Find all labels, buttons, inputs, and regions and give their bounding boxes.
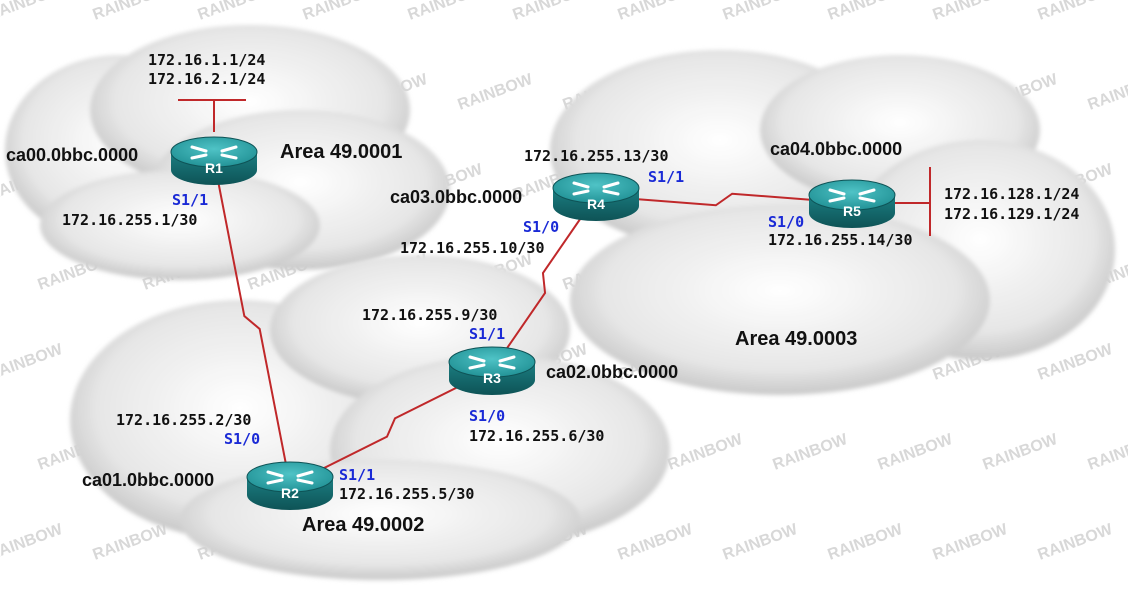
watermark-text: RAINBOW	[1086, 431, 1128, 474]
r4-serial-ip-to-r5: 172.16.255.13/30	[524, 147, 669, 165]
watermark-text: RAINBOW	[0, 0, 66, 24]
r2-interface-s1-1: S1/1	[339, 466, 376, 484]
router-r4-icon: R4	[552, 172, 640, 221]
link-layer	[213, 159, 853, 486]
router-r4-label: R4	[587, 196, 605, 212]
router-r5-system-id: ca04.0bbc.0000	[770, 139, 903, 159]
r1-interface-s1-1: S1/1	[172, 191, 209, 209]
r3-serial-ip-to-r4: 172.16.255.9/30	[362, 306, 498, 324]
r2-serial-ip-to-r1: 172.16.255.2/30	[116, 411, 252, 429]
lan-stub-r5	[892, 167, 931, 236]
watermark-text: RAINBOW	[616, 521, 696, 564]
router-r1-icon: R1	[170, 136, 258, 185]
watermark-text: RAINBOW	[826, 521, 906, 564]
router-r5-label: R5	[843, 203, 861, 219]
r2-interface-s1-0: S1/0	[224, 430, 261, 448]
serial-link-r4-r5	[595, 192, 853, 207]
router-r4-system-id: ca03.0bbc.0000	[390, 187, 523, 207]
watermark-text: RAINBOW	[876, 431, 956, 474]
r5-lan-network-2: 172.16.129.1/24	[944, 205, 1080, 223]
watermark-text: RAINBOW	[0, 521, 66, 564]
r5-interface-s1-0: S1/0	[768, 213, 805, 231]
watermark-text: RAINBOW	[931, 0, 1011, 24]
router-r2-label: R2	[281, 485, 299, 501]
serial-link-r1-r2	[213, 159, 291, 486]
r3-interface-s1-1: S1/1	[469, 325, 506, 343]
watermark-text: RAINBOW	[826, 0, 906, 24]
r3-interface-s1-0: S1/0	[469, 407, 506, 425]
r1-serial-ip: 172.16.255.1/30	[62, 211, 198, 229]
serial-link-r3-r4	[491, 195, 597, 371]
r2-serial-ip-to-r3: 172.16.255.5/30	[339, 485, 475, 503]
watermark-text: RAINBOW	[981, 431, 1061, 474]
router-r3-system-id: ca02.0bbc.0000	[546, 362, 679, 382]
router-r5-icon: R5	[808, 179, 896, 228]
router-r1-label: R1	[205, 160, 223, 176]
watermark-text: RAINBOW	[91, 521, 171, 564]
r5-serial-ip-to-r4: 172.16.255.14/30	[768, 231, 913, 249]
r4-interface-s1-1: S1/1	[648, 168, 685, 186]
watermark-text: RAINBOW	[771, 431, 851, 474]
router-r3-icon: R3	[448, 346, 536, 395]
watermark-text: RAINBOW	[721, 0, 801, 24]
watermark-text: RAINBOW	[0, 341, 66, 384]
cloud-area-49-0001	[5, 25, 450, 280]
watermark-text: RAINBOW	[91, 0, 171, 24]
serial-link-r2-r3	[289, 369, 493, 486]
watermark-text: RAINBOW	[1036, 521, 1116, 564]
watermark-text: RAINBOW	[1036, 341, 1116, 384]
area-label-49-0002: Area 49.0002	[302, 514, 425, 536]
r1-lan-network-1: 172.16.1.1/24	[148, 51, 266, 69]
router-r3-label: R3	[483, 370, 501, 386]
router-r1-system-id: ca00.0bbc.0000	[6, 145, 139, 165]
area-label-49-0001: Area 49.0001	[280, 141, 403, 163]
watermark-text: RAINBOW	[931, 521, 1011, 564]
lan-stub-r1	[178, 99, 246, 132]
area-label-49-0003: Area 49.0003	[735, 328, 858, 350]
watermark-text: RAINBOW	[301, 0, 381, 24]
r3-serial-ip-to-r2: 172.16.255.6/30	[469, 427, 605, 445]
r5-lan-network-1: 172.16.128.1/24	[944, 185, 1080, 203]
watermark-text: RAINBOW	[406, 0, 486, 24]
watermark-text: RAINBOW	[456, 71, 536, 114]
watermark-text: RAINBOW	[721, 521, 801, 564]
r1-lan-network-2: 172.16.2.1/24	[148, 70, 266, 88]
r4-serial-ip-to-r3: 172.16.255.10/30	[400, 239, 545, 257]
watermark-text: RAINBOW	[616, 0, 696, 24]
r4-interface-s1-0: S1/0	[523, 218, 560, 236]
watermark-text: RAINBOW	[196, 0, 276, 24]
router-r2-icon: R2	[246, 461, 334, 510]
watermark-text: RAINBOW	[1086, 71, 1128, 114]
watermark-text: RAINBOW	[666, 431, 746, 474]
watermark-text: RAINBOW	[1036, 0, 1116, 24]
router-r2-system-id: ca01.0bbc.0000	[82, 470, 215, 490]
watermark-text: RAINBOW	[511, 0, 591, 24]
